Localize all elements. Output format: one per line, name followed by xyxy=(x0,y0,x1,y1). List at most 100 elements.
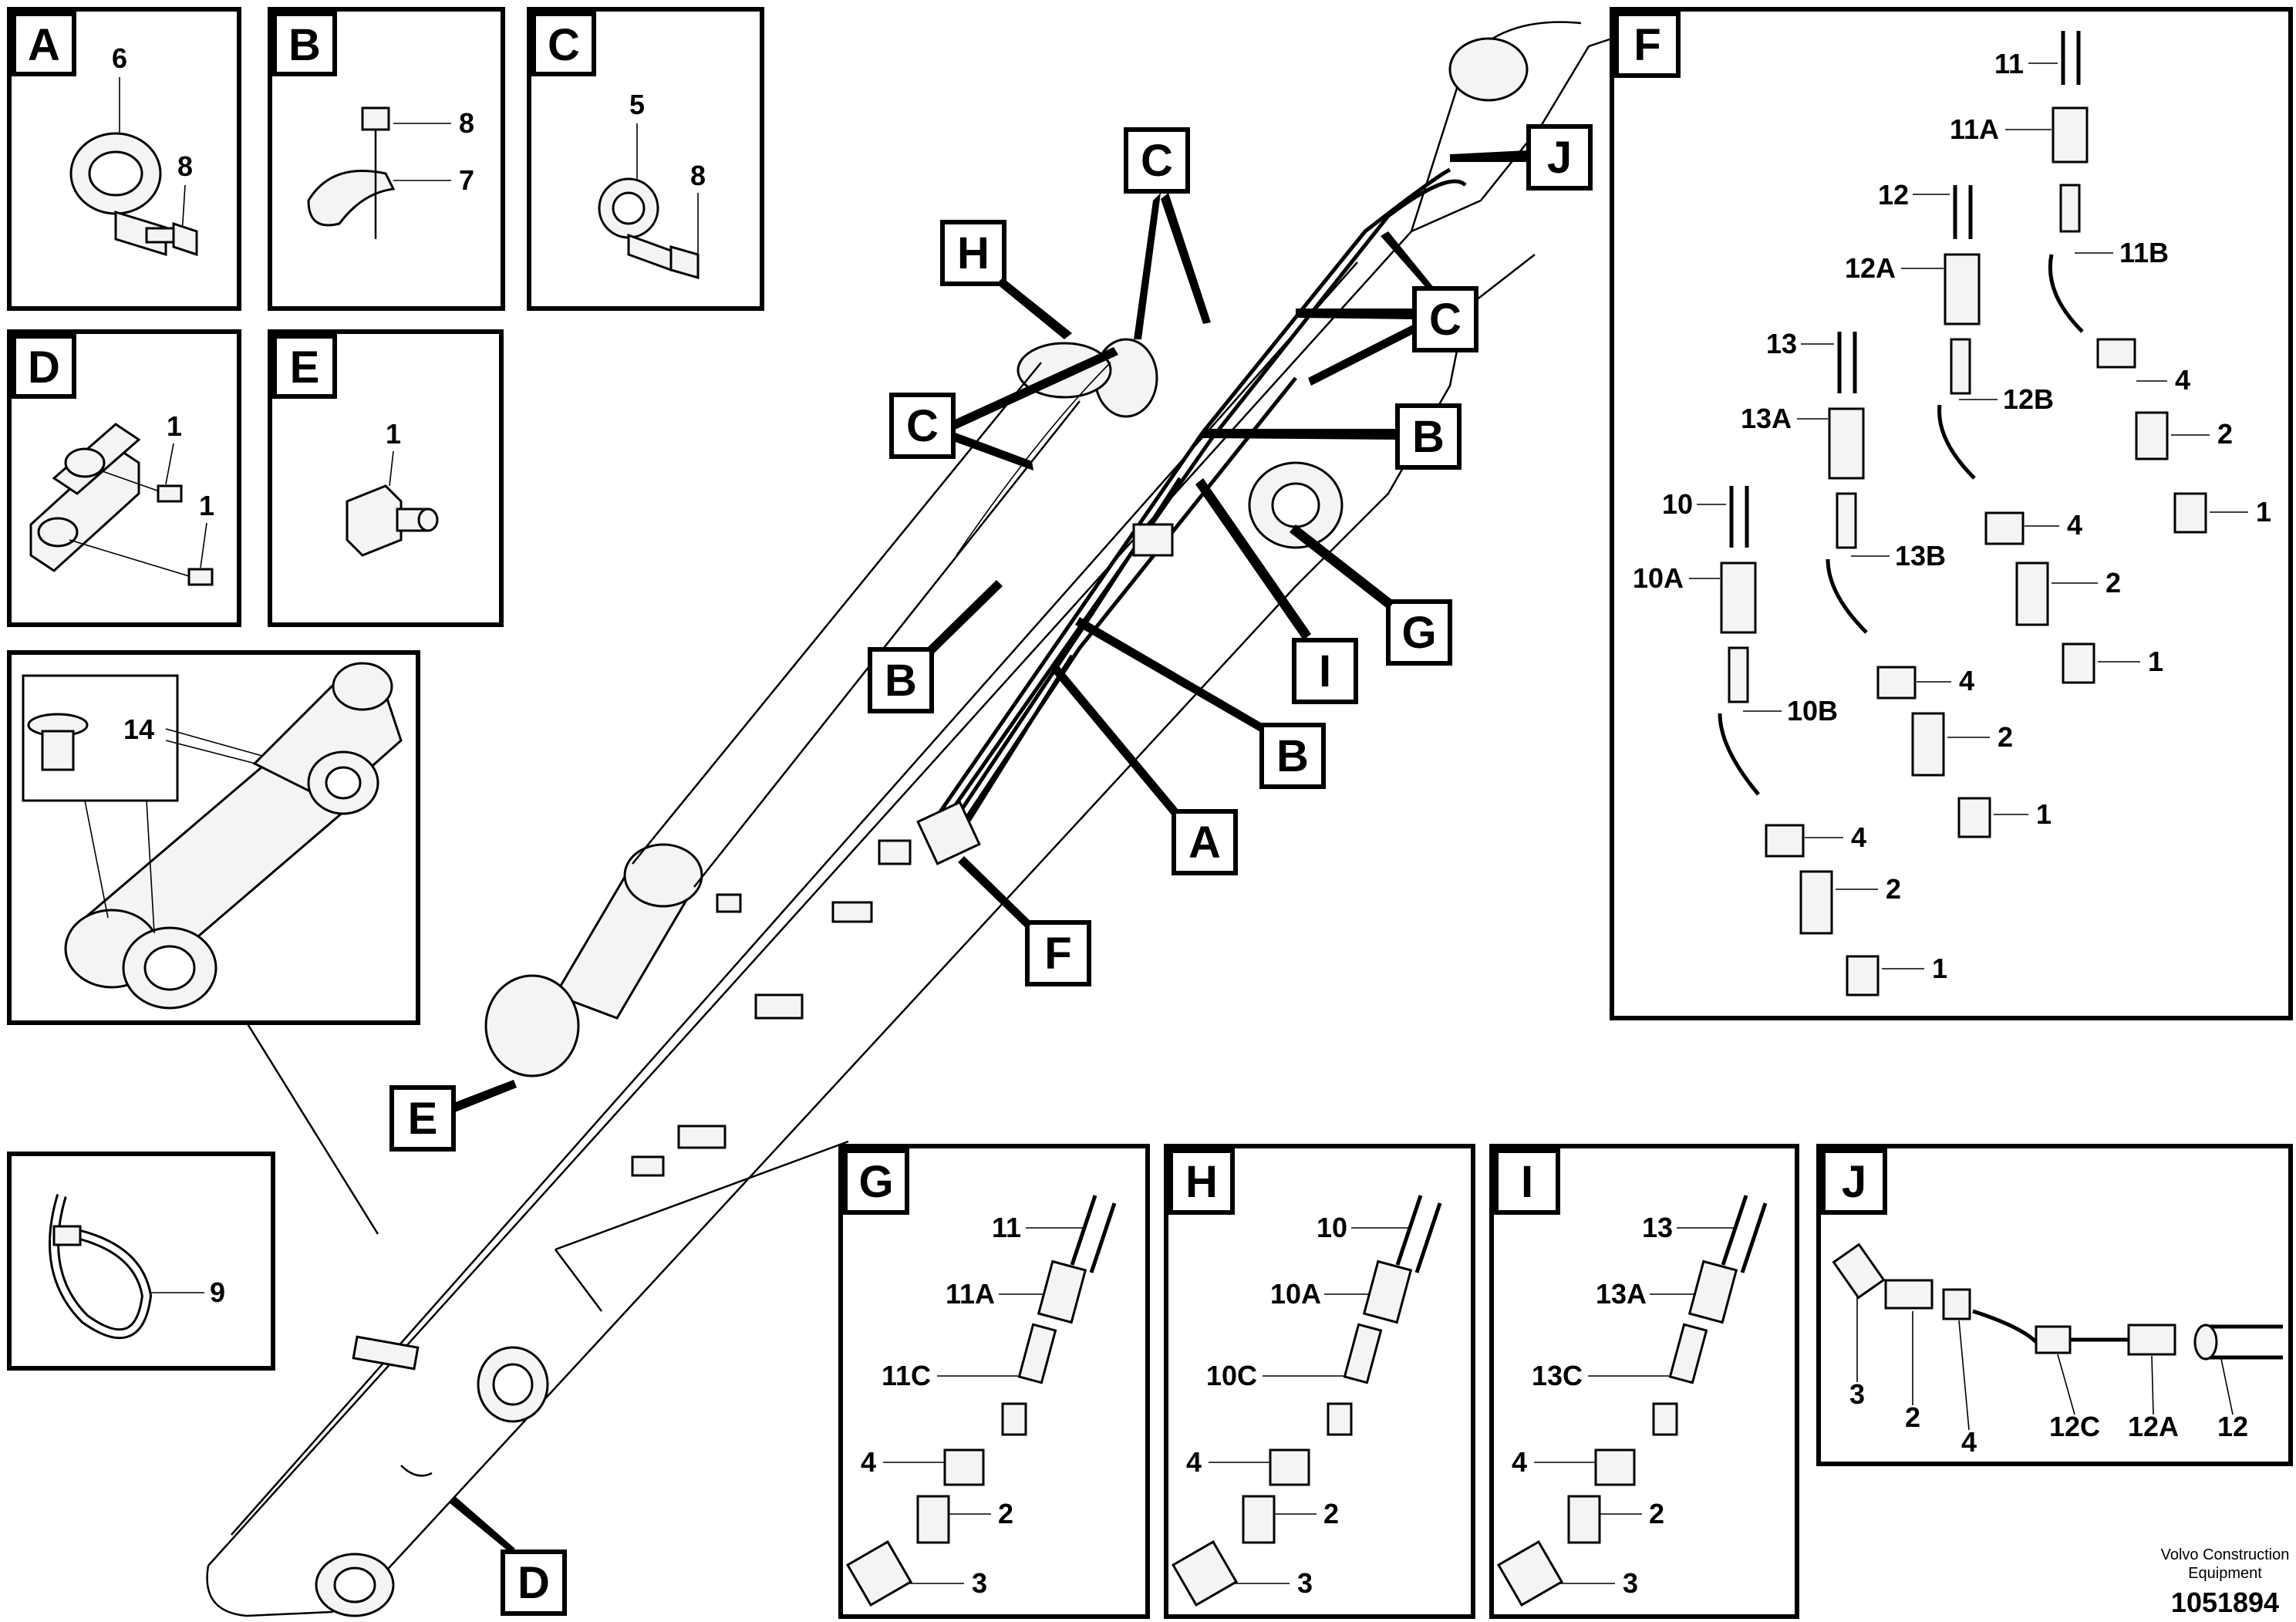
panel-a-letter: A xyxy=(28,20,60,70)
callout-2: 2 xyxy=(1905,1401,1920,1433)
callout-3: 3 xyxy=(1297,1567,1313,1599)
panel-e-letter: E xyxy=(290,342,320,393)
panel-c-letter: C xyxy=(548,20,580,70)
callout-13b: 13B xyxy=(1895,540,1946,572)
callout-1: 1 xyxy=(1932,953,1947,984)
callout-9: 9 xyxy=(210,1276,225,1308)
label-e: E xyxy=(408,1094,438,1144)
callout-3: 3 xyxy=(972,1567,987,1599)
hose-assembly-11: 11 11A 11B 4 2 1 xyxy=(1950,31,2271,534)
callout-4: 4 xyxy=(2067,509,2082,541)
callout-11b: 11B xyxy=(2119,237,2169,268)
bolt-part xyxy=(145,221,198,257)
callout-14: 14 xyxy=(123,713,154,745)
hose-assembly-10: 10 10A 10B 4 2 1 xyxy=(1633,486,1947,996)
callout-4: 4 xyxy=(1959,665,1974,696)
panel-c: C 5 8 xyxy=(527,7,764,311)
callout-13: 13 xyxy=(1766,328,1797,359)
callout-2: 2 xyxy=(1649,1498,1664,1529)
callout-12a: 12A xyxy=(1845,252,1896,284)
callout-6: 6 xyxy=(112,42,127,74)
callout-4: 4 xyxy=(861,1446,876,1478)
panel-link-detail: 14 xyxy=(7,650,420,1025)
panel-j: J 3 2 4 12C 12A 12 xyxy=(1816,1144,2293,1466)
link-arm-part xyxy=(64,662,403,1010)
callout-1: 1 xyxy=(167,410,182,442)
panel-b-letter: B xyxy=(288,20,321,70)
callout-10: 10 xyxy=(1317,1212,1347,1243)
hose-assembly-h xyxy=(1171,1195,1442,1607)
pin-mount-part xyxy=(29,423,214,586)
label-c: C xyxy=(1429,295,1462,345)
panel-h: H 10 10A 10C 4 2 3 xyxy=(1164,1144,1475,1619)
callout-12a: 12A xyxy=(2128,1411,2179,1442)
callout-1: 1 xyxy=(2256,496,2271,528)
label-j: J xyxy=(1547,133,1572,183)
drawing-number: 1051894 xyxy=(2171,1587,2279,1618)
callout-11: 11 xyxy=(992,1212,1021,1243)
callout-8: 8 xyxy=(177,150,193,182)
callout-2: 2 xyxy=(1998,721,2013,753)
callout-3: 3 xyxy=(1623,1567,1638,1599)
label-g: G xyxy=(1401,608,1436,658)
grease-nipple-part xyxy=(346,484,439,557)
callout-12: 12 xyxy=(1878,179,1909,211)
panel-a: A 6 8 xyxy=(7,7,241,311)
label-d: D xyxy=(518,1558,550,1608)
panel-b: B 8 7 xyxy=(268,7,505,311)
hose-assembly-13: 13 13A 13B 4 2 1 xyxy=(1741,328,2052,838)
panel-i-letter: I xyxy=(1521,1157,1533,1207)
label-i: I xyxy=(1319,646,1331,696)
plug-part xyxy=(27,713,89,771)
label-c: C xyxy=(1141,136,1173,186)
callout-2: 2 xyxy=(2106,567,2121,599)
callout-13: 13 xyxy=(1642,1212,1673,1243)
panel-d-letter: D xyxy=(28,342,60,393)
callout-12b: 12B xyxy=(2003,383,2054,415)
panel-g-letter: G xyxy=(858,1157,893,1207)
callout-11: 11 xyxy=(1994,48,2024,79)
callout-11a: 11A xyxy=(946,1278,995,1310)
main-labels: C H J C C B G I B xyxy=(389,124,1593,1616)
hose-assembly-12: 12 12A 12B 4 2 1 xyxy=(1845,179,2163,684)
callout-12c: 12C xyxy=(2049,1411,2100,1442)
panel-e: E 1 xyxy=(268,329,504,627)
callout-10b: 10B xyxy=(1787,695,1838,727)
label-f: F xyxy=(1044,929,1071,979)
label-b: B xyxy=(1276,731,1309,781)
callout-13c: 13C xyxy=(1532,1360,1583,1391)
label-h: H xyxy=(957,228,990,278)
clamp-part xyxy=(307,106,396,239)
callout-4: 4 xyxy=(1851,821,1866,853)
panel-g: G 11 11A 11C 4 2 3 xyxy=(838,1144,1150,1619)
callout-2: 2 xyxy=(1886,873,1901,905)
callout-8: 8 xyxy=(690,160,706,191)
brand-line-1: Volvo Construction xyxy=(2161,1546,2290,1563)
callout-4: 4 xyxy=(1961,1426,1977,1458)
callout-1: 1 xyxy=(2148,646,2163,677)
callout-13a: 13A xyxy=(1596,1278,1647,1310)
callout-10: 10 xyxy=(1662,488,1693,520)
callout-10a: 10A xyxy=(1633,562,1684,594)
callout-4: 4 xyxy=(2175,364,2190,396)
callout-13a: 13A xyxy=(1741,403,1792,434)
panel-f-letter: F xyxy=(1633,20,1660,70)
callout-11a: 11A xyxy=(1950,113,1999,145)
label-b: B xyxy=(885,656,917,706)
callout-1: 1 xyxy=(2036,798,2052,830)
panel-i: I 13 13A 13C 4 2 3 xyxy=(1489,1144,1799,1619)
callout-7: 7 xyxy=(459,164,474,196)
clamp-part xyxy=(598,177,700,279)
callout-2: 2 xyxy=(998,1498,1013,1529)
callout-11c: 11C xyxy=(882,1360,931,1391)
panel-d: D 1 1 xyxy=(7,329,241,627)
callout-3: 3 xyxy=(1849,1378,1865,1410)
clamp-part xyxy=(69,132,167,257)
panel-f: F 11 11A 11B 4 2 1 xyxy=(1610,7,2293,1020)
label-b: B xyxy=(1412,412,1445,462)
callout-4: 4 xyxy=(1186,1446,1202,1478)
callout-1: 1 xyxy=(386,418,401,450)
panel-cable-tie: 9 xyxy=(7,1152,275,1371)
label-c: C xyxy=(906,401,939,451)
